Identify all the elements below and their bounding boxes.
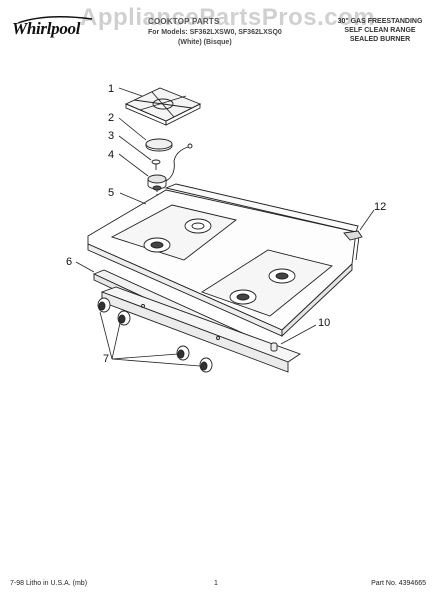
manifold-panel-drawing: [100, 286, 301, 373]
product-line-3: SEALED BURNER: [349, 36, 411, 43]
model-list: For Models: SF362LXSW0, SF362LXSQ0: [148, 29, 282, 36]
logo-swoosh-icon: [17, 16, 93, 24]
part-number: Part No. 4394665: [371, 580, 426, 587]
model-colors: (White) (Bisque): [178, 39, 232, 46]
leader-lines: [75, 87, 375, 367]
watermark: AppliancePartsPros.com: [80, 4, 376, 31]
callout-7: 7: [103, 353, 109, 365]
screw-part-drawing: [270, 342, 278, 352]
brand-name: Whirlpool: [12, 19, 81, 38]
product-line-2: SELF CLEAN RANGE: [344, 27, 416, 34]
hinge-bracket-drawing: [343, 230, 363, 241]
print-info: 7-98 Litho in U.S.A. (mb): [10, 580, 88, 587]
callout-12: 12: [374, 201, 386, 213]
callout-2: 2: [108, 112, 114, 124]
callout-3: 3: [108, 130, 114, 142]
whirlpool-logo: Whirlpool: [8, 15, 94, 41]
page-title: COOKTOP PARTS: [148, 17, 220, 26]
burner-cap-drawing: [145, 138, 173, 152]
product-line-1: 30" GAS FREESTANDING: [337, 18, 423, 25]
page-number: 1: [214, 580, 218, 587]
control-knobs-drawing: [97, 297, 213, 373]
callout-6: 6: [66, 256, 72, 268]
burner-grate-drawing: [124, 87, 202, 126]
callout-4: 4: [108, 149, 114, 161]
spark-electrode-drawing: [151, 159, 161, 170]
product-description: 30" GAS FREESTANDING SELF CLEAN RANGE SE…: [330, 17, 430, 44]
callout-1: 1: [108, 83, 114, 95]
callout-5: 5: [108, 187, 114, 199]
callout-10: 10: [318, 317, 330, 329]
cooktop-drawing: [87, 183, 360, 338]
